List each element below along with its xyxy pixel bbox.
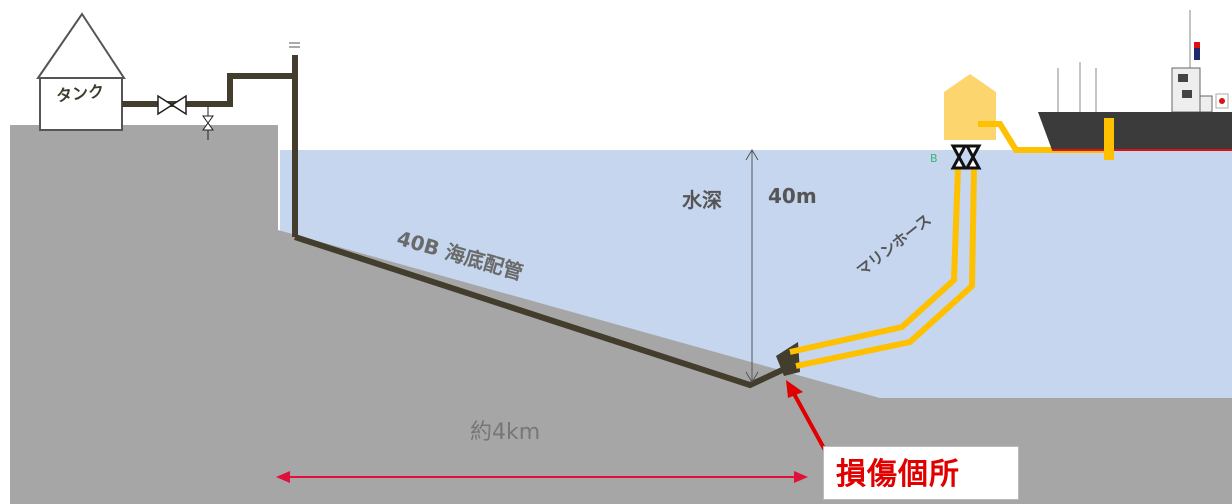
tank-roof: [36, 12, 126, 79]
onshore-pipe: [122, 73, 298, 237]
depth-value: 40m: [768, 184, 817, 208]
drain-valve-icon: [202, 106, 214, 140]
tank: [36, 12, 126, 131]
distance-label: 約4km: [470, 420, 541, 445]
marine-hose-1: [789, 167, 961, 355]
damage-location-label: 損傷個所: [836, 457, 960, 492]
buoy-valve-right-icon: [964, 144, 982, 170]
damage-callout-box: [823, 446, 1019, 500]
distance-arrow: [276, 471, 808, 483]
seabed-land: [10, 125, 1232, 504]
ship-hull: [1038, 112, 1232, 150]
subsea-pipeline: [294, 234, 797, 389]
valve-b-label: B: [930, 152, 938, 165]
buoy-valve-left-icon: [950, 144, 968, 170]
gate-valve-icon: [157, 94, 187, 116]
tanker-ship: [1038, 10, 1232, 160]
marine-hose-2: [795, 167, 977, 369]
depth-label: 水深: [682, 188, 722, 212]
depth-arrow: [745, 149, 759, 383]
buoy: [944, 74, 996, 140]
tank-label: タンク: [55, 81, 106, 106]
damage-pointer-arrow: [786, 380, 828, 453]
tank-body: [39, 77, 123, 131]
